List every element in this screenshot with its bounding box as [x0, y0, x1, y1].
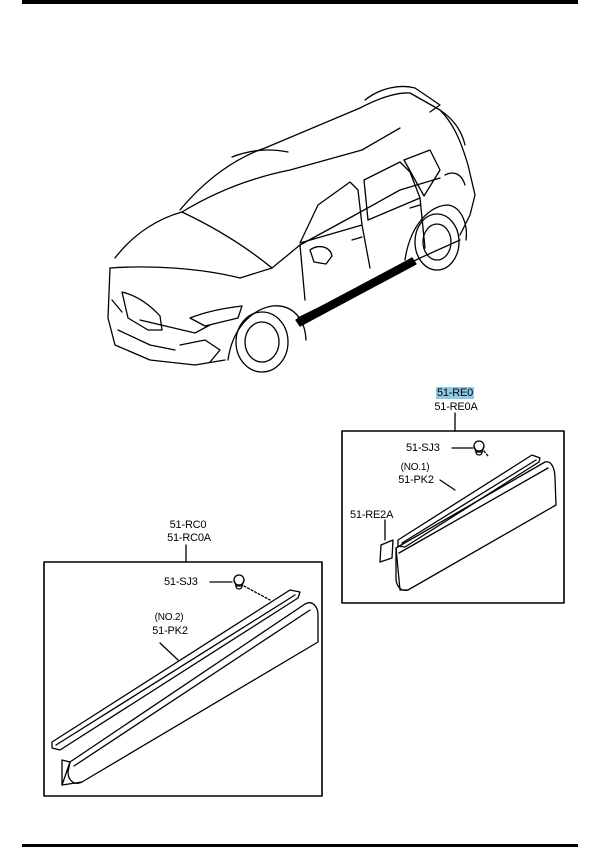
assembly-right-group	[341, 412, 565, 604]
clip-right-icon	[473, 440, 485, 456]
molding-number-right: (NO.1)	[400, 462, 430, 473]
vehicle-side-molding-highlight	[295, 257, 417, 327]
vehicle-illustration	[107, 85, 476, 373]
assembly-left-group	[43, 544, 323, 797]
molding-number-left: (NO.2)	[154, 612, 184, 623]
fastener-label-right: 51-RE2A	[350, 509, 394, 521]
garnish-panel-right	[395, 461, 557, 591]
clip-label-left: 51-SJ3	[164, 576, 198, 588]
assembly-right-frame	[341, 430, 565, 604]
clip-left-icon	[233, 574, 245, 590]
molding-no1-strip	[397, 454, 541, 548]
bottom-rule	[22, 844, 578, 847]
clip-label-right: 51-SJ3	[406, 442, 440, 454]
garnish-panel-left	[67, 602, 319, 784]
molding-no2-strip	[51, 589, 301, 751]
assembly-left-frame	[43, 561, 323, 797]
fastener-right-icon	[379, 539, 394, 563]
molding-label-right: 51-PK2	[398, 474, 434, 486]
top-rule	[22, 0, 578, 4]
molding-label-left: 51-PK2	[152, 625, 188, 637]
part-code-left-alt: 51-RC0A	[167, 532, 211, 544]
part-code-right: 51-RE0A	[434, 401, 478, 413]
part-code-highlighted[interactable]: 51-RE0	[435, 387, 475, 399]
part-code-left: 51-RC0	[169, 519, 207, 531]
